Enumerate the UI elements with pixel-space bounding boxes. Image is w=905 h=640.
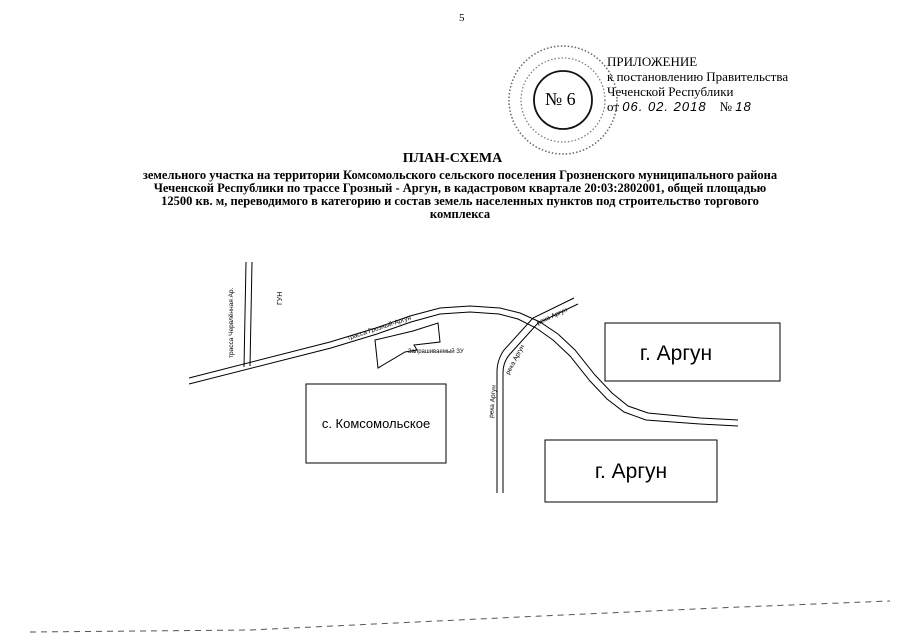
document-description: земельного участка на территории Комсомо…: [70, 169, 850, 221]
appendix-block: ПРИЛОЖЕНИЕ к постановлению Правительства…: [607, 54, 788, 114]
label-river-argun-bottom: река Аргун: [488, 384, 498, 418]
appendix-title: ПРИЛОЖЕНИЕ: [607, 54, 698, 69]
label-road-chervlennaya: трасса Червлённая Ар.: [228, 288, 235, 358]
river-argun: [496, 297, 579, 493]
appendix-line-2: Чеченской Республики: [607, 84, 734, 99]
label-requested-plot: Запрашиваемый ЗУ: [408, 348, 464, 355]
komsomolskoe-box: [305, 383, 447, 464]
description-line: комплекса: [429, 207, 491, 221]
appendix-date-line: от 06. 02. 2018 № 18: [607, 99, 788, 114]
scan-edge-line: [29, 600, 891, 633]
label-road-grozny-argun: трасса Грозный-Аргун: [346, 314, 412, 342]
stamp-number: № 6: [545, 89, 576, 109]
document-title: ПЛАН-СХЕМА: [402, 151, 503, 166]
number-prefix: №: [719, 99, 732, 114]
date-value: 06. 02. 2018: [622, 99, 707, 114]
description-line: 12500 кв. м, переводимого в категорию и …: [161, 194, 759, 208]
requested-plot: [374, 322, 441, 369]
label-komsomolskoe: с. Комсомольское: [322, 416, 430, 431]
label-river-argun-top: река Аргун: [536, 306, 569, 326]
label-argun-bottom: г. Аргун: [595, 460, 667, 483]
argun-top-box: [604, 322, 781, 382]
appendix-line-1: к постановлению Правительства: [607, 69, 789, 84]
description-line: Чеченской Республики по трассе Грозный -…: [153, 181, 767, 195]
official-stamp: [508, 45, 618, 155]
page-number: 5: [459, 12, 465, 24]
date-prefix: от: [607, 99, 620, 114]
label-gun: ГУН: [277, 292, 284, 305]
argun-bottom-box: [544, 439, 718, 503]
label-argun-top: г. Аргун: [640, 342, 712, 365]
description-line: земельного участка на территории Комсомо…: [142, 168, 778, 182]
road-chervlennaya: [243, 261, 253, 368]
number-value: 18: [735, 99, 752, 114]
